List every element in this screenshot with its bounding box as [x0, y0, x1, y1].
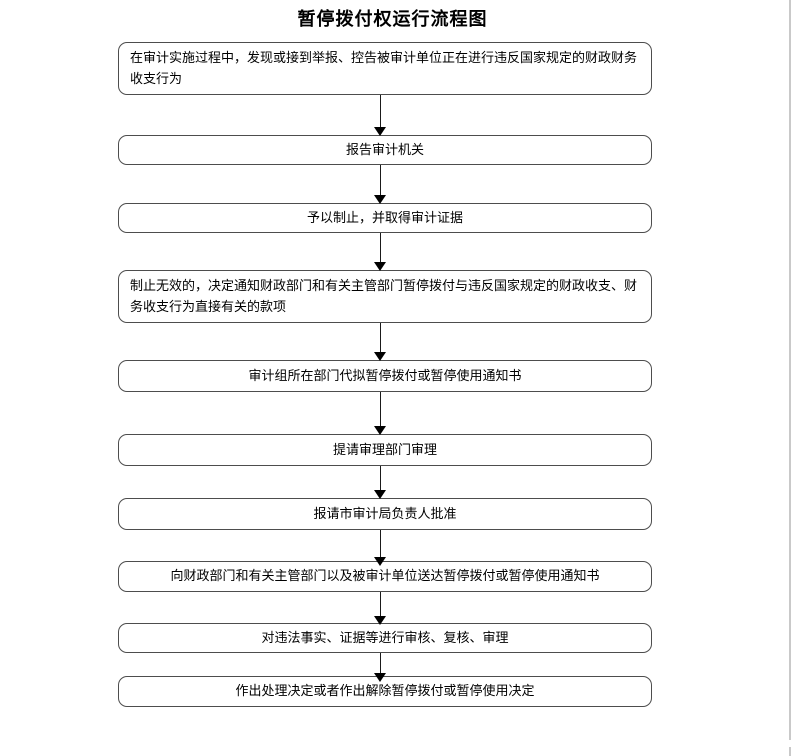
arrow-down-connector — [374, 653, 387, 682]
flow-step-1: 在审计实施过程中，发现或接到举报、控告被审计单位正在进行违反国家规定的财政财务收… — [118, 42, 652, 95]
connector-line — [380, 392, 381, 427]
arrow-down-connector — [374, 95, 387, 136]
connector-line — [380, 323, 381, 353]
connector-line — [380, 653, 381, 674]
connector-line — [380, 165, 381, 196]
flow-step-9: 对违法事实、证据等进行审核、复核、审理 — [118, 623, 652, 653]
arrow-down-icon — [374, 426, 386, 435]
flow-step-3: 予以制止，并取得审计证据 — [118, 203, 652, 233]
flow-step-2: 报告审计机关 — [118, 135, 652, 165]
arrow-down-connector — [374, 392, 387, 435]
flow-step-5: 审计组所在部门代拟暂停拨付或暂停使用通知书 — [118, 360, 652, 392]
flow-step-10: 作出处理决定或者作出解除暂停拨付或暂停使用决定 — [118, 676, 652, 707]
flow-step-8: 向财政部门和有关主管部门以及被审计单位送达暂停拨付或暂停使用通知书 — [118, 561, 652, 592]
connector-line — [380, 233, 381, 263]
arrow-down-connector — [374, 165, 387, 204]
connector-line — [380, 592, 381, 617]
arrow-down-icon — [374, 195, 386, 204]
page-title: 暂停拨付权运行流程图 — [297, 9, 488, 30]
connector-line — [380, 466, 381, 491]
connector-line — [380, 530, 381, 558]
arrow-down-connector — [374, 466, 387, 499]
arrow-down-icon — [374, 490, 386, 499]
arrow-down-connector — [374, 592, 387, 625]
arrow-down-icon — [374, 557, 386, 566]
flow-step-6: 提请审理部门审理 — [118, 434, 652, 466]
arrow-down-icon — [374, 616, 386, 625]
arrow-down-icon — [374, 127, 386, 136]
flow-step-7: 报请市审计局负责人批准 — [118, 498, 652, 530]
arrow-down-connector — [374, 233, 387, 271]
arrow-down-icon — [374, 262, 386, 271]
arrow-down-icon — [374, 352, 386, 361]
arrow-down-connector — [374, 530, 387, 566]
page-edge-line-lower — [789, 747, 791, 756]
arrow-down-icon — [374, 673, 386, 682]
page-edge-line-upper — [789, 0, 791, 740]
arrow-down-connector — [374, 323, 387, 361]
flow-step-4: 制止无效的，决定通知财政部门和有关主管部门暂停拨付与违反国家规定的财政收支、财务… — [118, 270, 652, 323]
connector-line — [380, 95, 381, 128]
